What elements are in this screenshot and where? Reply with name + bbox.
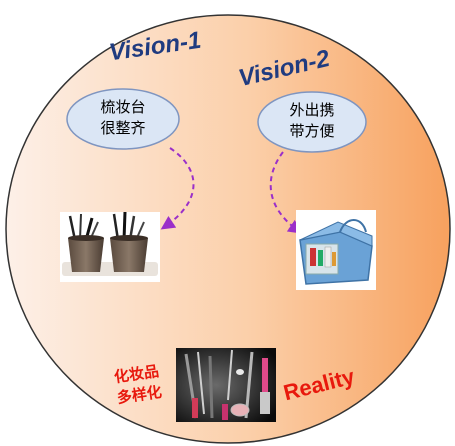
vision1-arrow [160,147,195,230]
vision1-bubble [66,88,180,150]
vision2-line1: 外出携 [289,101,335,119]
vision2-line2: 带方便 [289,122,335,140]
vision1-text: 梳妆台 很整齐 [91,97,155,139]
reality-text: 化妆品 多样化 [103,360,172,410]
vision1-line2: 很整齐 [100,119,146,137]
makeup-collage-photo [176,348,276,422]
vision2-arrow [269,151,303,234]
vision1-line1: 梳妆台 [100,98,146,116]
vision2-bubble [257,91,367,153]
cosmetic-bag-photo [296,210,376,290]
brush-cups-photo [60,211,160,282]
vision2-text: 外出携 带方便 [280,100,344,142]
